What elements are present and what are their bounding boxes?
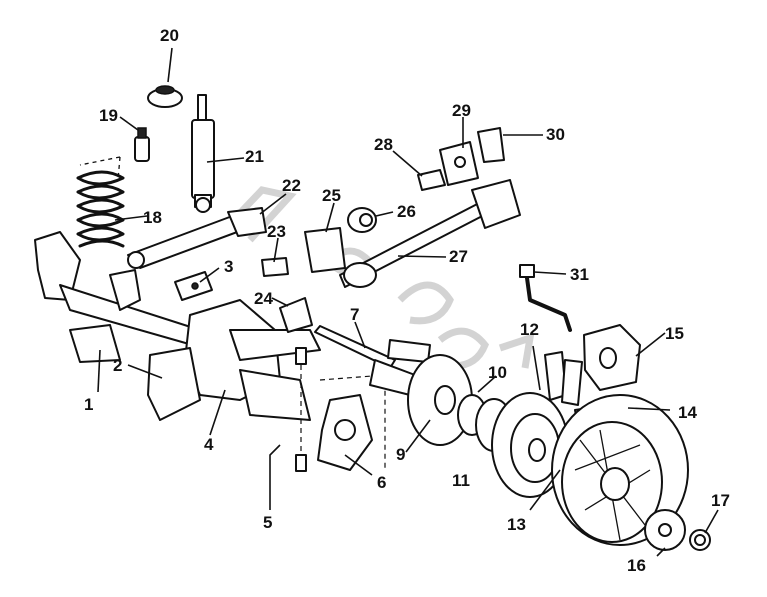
callout-21: 21	[245, 147, 264, 166]
callout-20: 20	[160, 26, 179, 45]
callout-4: 4	[204, 435, 214, 454]
callout-31: 31	[570, 265, 589, 284]
callout-17: 17	[711, 491, 730, 510]
mounting-bracket	[439, 141, 479, 186]
panhard-rod	[339, 179, 521, 288]
callout-24: 24	[254, 289, 273, 308]
callout-29: 29	[452, 101, 471, 120]
dust-shield	[407, 354, 473, 446]
callout-13: 13	[507, 515, 526, 534]
brake-pads	[544, 351, 583, 406]
callout-26: 26	[397, 202, 416, 221]
axle-housing	[34, 231, 321, 421]
callout-labels: 1 2 3 4 5 6 7 9 10 11 12 13 14 15 16 17 …	[84, 26, 730, 575]
brake-hose	[519, 264, 572, 332]
nut	[689, 529, 711, 551]
callout-27: 27	[449, 247, 468, 266]
callout-5: 5	[263, 513, 272, 532]
universal-joint	[261, 257, 289, 277]
yoke-assembly	[304, 227, 346, 273]
coil-spring	[76, 156, 125, 248]
callout-6: 6	[377, 473, 386, 492]
callout-23: 23	[267, 222, 286, 241]
callout-19: 19	[99, 106, 118, 125]
callout-1: 1	[84, 395, 93, 414]
shock-absorber	[191, 94, 215, 213]
steering-knuckle	[317, 374, 386, 471]
callout-12: 12	[520, 320, 539, 339]
leader-lines	[97, 47, 719, 557]
callout-25: 25	[322, 186, 341, 205]
brake-caliper	[583, 324, 641, 391]
callout-9: 9	[396, 445, 405, 464]
callout-22: 22	[282, 176, 301, 195]
callout-10: 10	[488, 363, 507, 382]
hub-cap	[644, 509, 686, 551]
king-pin-bolts	[295, 347, 307, 472]
radius-arm	[127, 207, 267, 269]
bracket	[174, 271, 213, 301]
brake-disc	[491, 392, 569, 498]
callout-2: 2	[113, 356, 122, 375]
callout-11: 11	[452, 471, 470, 490]
bump-stop	[134, 127, 150, 162]
clip	[417, 169, 446, 191]
wheel	[551, 394, 689, 546]
bushing	[347, 207, 377, 233]
spring-seat-rubber	[147, 85, 183, 108]
drive-shaft	[314, 325, 431, 396]
callout-30: 30	[546, 125, 565, 144]
mount-block	[477, 127, 505, 163]
callout-28: 28	[374, 135, 393, 154]
callout-7: 7	[350, 305, 359, 324]
callout-18: 18	[143, 208, 162, 227]
callout-15: 15	[665, 324, 684, 343]
callout-14: 14	[678, 403, 697, 422]
callout-3: 3	[224, 257, 233, 276]
callout-16: 16	[627, 556, 646, 575]
joint-yoke	[279, 297, 313, 333]
